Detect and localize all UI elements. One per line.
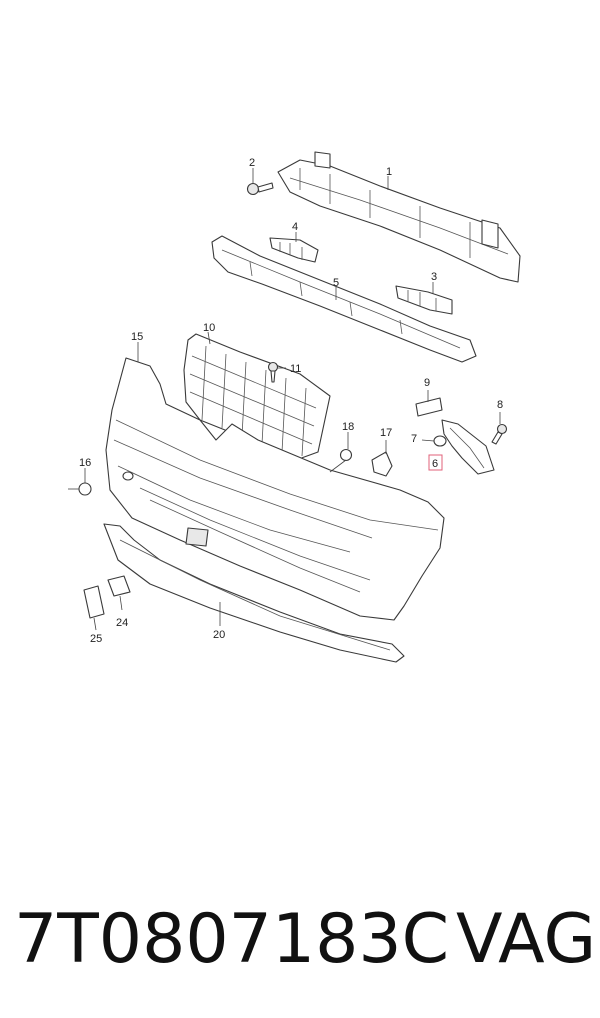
part-16-cap xyxy=(68,482,92,496)
part-18-clip xyxy=(329,448,353,473)
part-5-energy-absorber xyxy=(211,235,477,363)
callout-6: 6 xyxy=(432,458,438,470)
part-17-bracket xyxy=(371,451,393,477)
part-8-screw xyxy=(491,423,508,445)
part-20-lower-spoiler xyxy=(103,523,405,663)
callout-17: 17 xyxy=(380,427,392,439)
callout-24: 24 xyxy=(116,617,128,629)
callout-8: 8 xyxy=(497,399,503,411)
callout-5: 5 xyxy=(333,277,339,289)
callout-18: 18 xyxy=(342,421,354,433)
leader-lines xyxy=(84,168,501,631)
part-9-sensor-holder xyxy=(415,397,443,417)
brand-name: VAG xyxy=(456,900,597,979)
part-number: 7T0807183C xyxy=(14,900,450,979)
part-15-bumper-cover xyxy=(105,357,445,621)
part-7-clip xyxy=(433,435,447,447)
callout-25: 25 xyxy=(90,633,102,645)
callout-1: 1 xyxy=(386,166,392,178)
part-24-cover xyxy=(107,575,131,597)
footer-caption: 7T0807183C VAG xyxy=(14,895,596,985)
callout-9: 9 xyxy=(424,377,430,389)
part-10-grille xyxy=(183,333,331,461)
part-4-bracket xyxy=(269,237,319,263)
callout-3: 3 xyxy=(431,271,437,283)
callout-16: 16 xyxy=(79,457,91,469)
part-3-bracket xyxy=(395,285,453,315)
callout-labels: 1 2 3 4 5 6 7 8 9 10 11 15 16 17 18 20 2… xyxy=(79,157,503,645)
part-2-screw xyxy=(246,182,274,196)
part-11-screw xyxy=(267,361,279,383)
part-25-cap xyxy=(83,585,105,619)
exploded-parts-diagram: 1 2 3 4 5 6 7 8 9 10 11 15 16 17 18 20 2… xyxy=(68,151,521,663)
callout-2: 2 xyxy=(249,157,255,169)
callout-7: 7 xyxy=(411,433,417,445)
callout-15: 15 xyxy=(131,331,143,343)
callout-20: 20 xyxy=(213,629,225,641)
part-1-bumper-reinforcement xyxy=(277,151,521,283)
callout-10: 10 xyxy=(203,322,215,334)
callout-11: 11 xyxy=(290,363,301,375)
callout-4: 4 xyxy=(292,221,298,233)
part-6-guide-bracket xyxy=(441,419,495,475)
callout-6-highlight-box xyxy=(428,454,443,471)
